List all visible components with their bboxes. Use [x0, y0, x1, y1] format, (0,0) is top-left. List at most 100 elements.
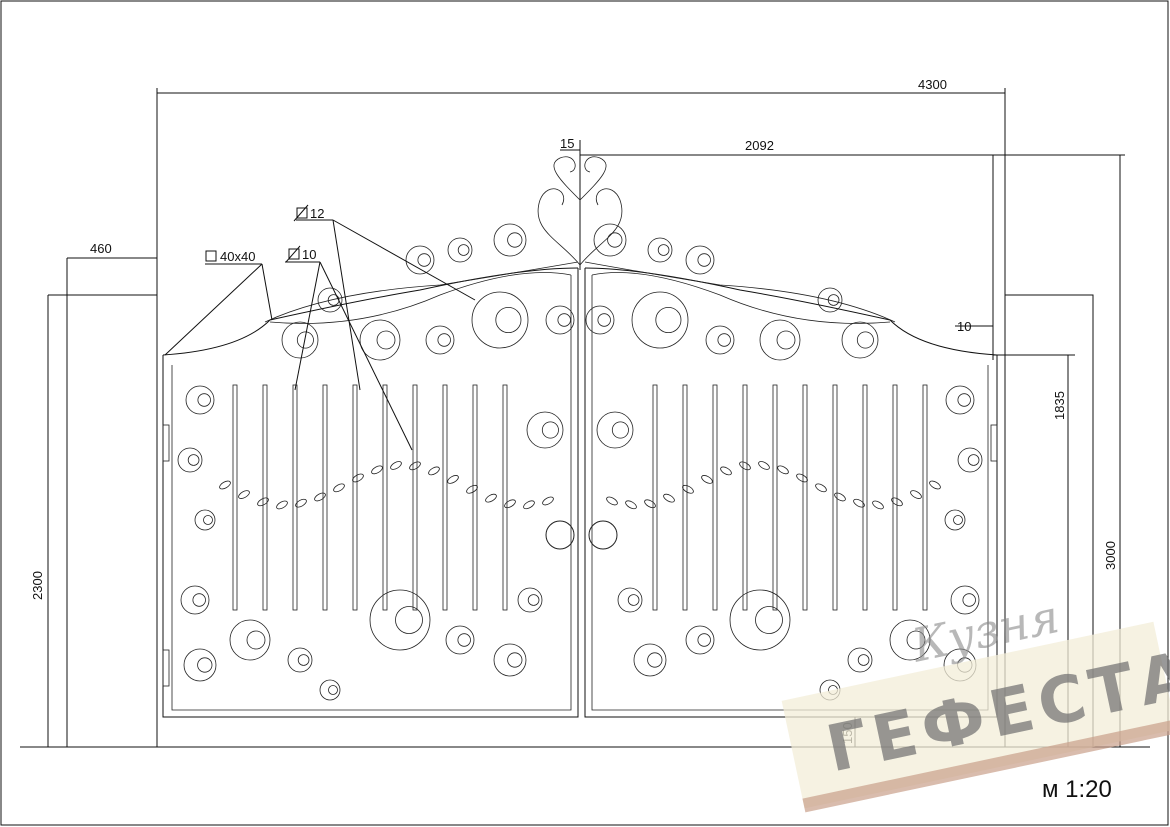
scroll-curl — [957, 447, 983, 473]
scroll-curl-inner — [246, 630, 266, 650]
scroll-curl — [526, 411, 564, 449]
scroll-curl-inner — [906, 630, 926, 650]
scroll-curl-inner — [962, 593, 976, 607]
leaf — [542, 496, 554, 506]
scroll-curl-inner — [953, 515, 963, 525]
gate-bar — [442, 384, 448, 611]
scroll-curl — [369, 589, 431, 651]
leaf — [390, 461, 402, 470]
scroll-curl — [950, 585, 980, 615]
scale-label: м 1:20 — [1042, 776, 1112, 803]
leaf — [257, 497, 269, 507]
scroll-curl-inner — [607, 232, 623, 248]
leaf — [796, 473, 808, 483]
scroll-curl-inner — [437, 333, 451, 347]
dim-total-height: 3000 — [1103, 541, 1118, 570]
leaf — [276, 500, 288, 510]
scroll-curl-inner — [417, 253, 431, 267]
scroll-curl — [841, 321, 879, 359]
leaf — [815, 483, 827, 493]
scroll-curl — [471, 291, 529, 349]
gate-bar — [712, 384, 718, 611]
scroll-curl-inner — [457, 633, 471, 647]
gate-bars — [232, 384, 928, 611]
scroll-curl-inner — [657, 244, 670, 256]
scroll-curl-inner — [541, 421, 559, 439]
leaf — [371, 465, 383, 475]
scroll-curl — [405, 245, 435, 275]
leaf — [485, 493, 497, 503]
leaf — [238, 490, 250, 499]
gate-bar — [682, 384, 688, 611]
scroll-curl — [617, 587, 643, 613]
scroll-curl-inner — [197, 393, 211, 407]
left-pillar — [66, 294, 158, 748]
top-crest — [537, 156, 623, 266]
scroll-curl — [944, 509, 966, 531]
dim-pillar-height: 2300 — [30, 571, 45, 600]
leaf — [910, 490, 922, 499]
scroll-curl-inner — [857, 654, 870, 666]
scroll-curl-inner — [655, 306, 682, 333]
leaf — [504, 499, 516, 509]
gate-bar — [322, 384, 328, 611]
scroll-curl-inner — [527, 594, 540, 606]
scroll-curl-inner — [611, 421, 629, 439]
scroll-curl-inner — [297, 654, 310, 666]
leaf — [314, 492, 326, 502]
scroll-curl-inner — [457, 244, 470, 256]
scroll-curl — [281, 321, 319, 359]
leaf — [929, 480, 941, 490]
scroll-curl — [705, 325, 735, 355]
dim-leaf-width: 2092 — [745, 138, 774, 153]
gate-bar — [232, 384, 238, 611]
scroll-curl — [185, 385, 215, 415]
gate-bar — [502, 384, 508, 611]
leaf — [891, 497, 903, 507]
scroll-curl — [177, 447, 203, 473]
gate-bar — [772, 384, 778, 611]
leaf — [682, 484, 694, 494]
leaf — [219, 480, 231, 490]
scroll-curl-inner — [395, 606, 423, 634]
leaf — [720, 466, 732, 476]
leaf — [333, 483, 345, 493]
scroll-curl-inner — [192, 593, 206, 607]
dim-gap-side: 10 — [957, 319, 971, 334]
scroll-curl — [183, 648, 217, 682]
gate-bar — [352, 384, 358, 611]
scroll-curl-inner — [755, 606, 783, 634]
scroll-curl-inner — [856, 331, 874, 349]
leaf — [777, 465, 789, 475]
leaf — [701, 475, 713, 484]
dim-pillar-width: 460 — [90, 241, 112, 256]
leaf — [644, 499, 656, 509]
scroll-curl — [517, 587, 543, 613]
leaf — [428, 466, 440, 476]
scroll-curl-inner — [697, 633, 711, 647]
leaf — [739, 461, 751, 471]
leaf — [606, 496, 618, 506]
scroll-curl — [759, 319, 801, 361]
gate-bar — [832, 384, 838, 611]
scroll-curl — [633, 643, 667, 677]
scroll-curl-inner — [557, 313, 571, 327]
scroll-curl — [493, 223, 527, 257]
scroll-curl — [685, 625, 715, 655]
scroll-curl — [596, 411, 634, 449]
scroll-curl-inner — [967, 454, 980, 466]
scroll-curl — [593, 223, 627, 257]
scroll-curl — [229, 619, 271, 661]
gate-bar — [292, 384, 298, 611]
leaf — [834, 492, 846, 502]
gate-bar — [802, 384, 808, 611]
scroll-curl — [493, 643, 527, 677]
callout-bar-12: 12 — [310, 206, 324, 221]
scroll-curl-inner — [776, 330, 796, 350]
scroll-curl — [647, 237, 673, 263]
scroll-curl-inner — [507, 232, 523, 248]
gate-bar — [472, 384, 478, 611]
scroll-curl — [425, 325, 455, 355]
